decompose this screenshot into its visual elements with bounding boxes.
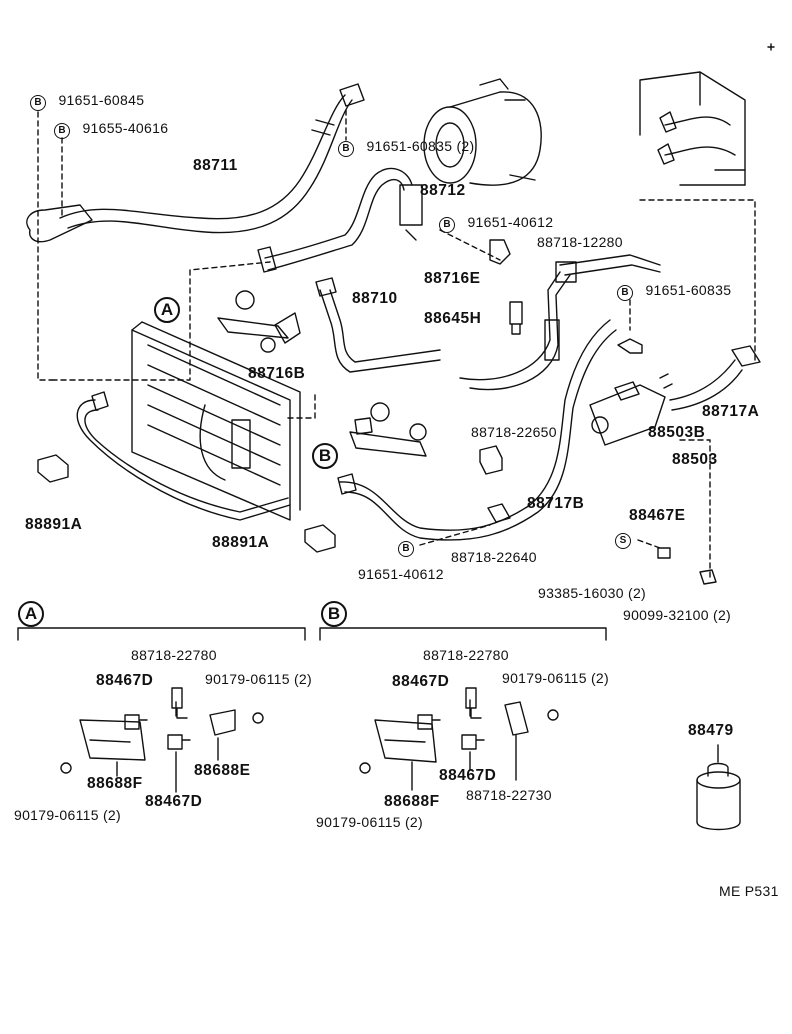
label-B-88467D-bot: 88467D: [439, 767, 497, 784]
label-88712: 88712: [420, 182, 466, 199]
section-B-bracket: [319, 627, 607, 641]
grommet-88891A-mid: [304, 524, 336, 553]
label-88717B: 88717B: [527, 495, 585, 512]
clamp-88718-22640: [487, 503, 511, 523]
label-A-88718-22780: 88718-22780: [131, 647, 217, 663]
label-B-90179-06115-left: 90179-06115 (2): [316, 814, 423, 830]
bracket-B-assembly: [349, 402, 427, 457]
section-A-bracket: [17, 627, 306, 641]
label-88503: 88503: [672, 451, 718, 468]
label-A-88688F: 88688F: [87, 775, 143, 792]
part-91651-40612-top: B 91651-40612: [439, 214, 553, 233]
pipe-88717A: [669, 345, 761, 411]
label-88718-12280: 88718-12280: [537, 234, 623, 250]
label-88718-22650: 88718-22650: [471, 424, 557, 440]
part-91651-60845: B 91651-60845: [30, 92, 144, 111]
engine-bay-sketch: [639, 71, 746, 186]
badge-S: S: [615, 532, 631, 549]
detail-A-parts: [60, 687, 264, 793]
label-91651-40612-top: 91651-40612: [467, 214, 554, 230]
badge-B: B: [30, 94, 46, 111]
o-ring-90099-32100: [699, 569, 717, 585]
callout-A-main: A: [154, 297, 180, 323]
section-B-badge: B: [321, 601, 347, 627]
badge-B: B: [54, 122, 70, 139]
condenser-sketch: [131, 321, 301, 521]
badge-B: B: [312, 443, 338, 469]
part-91655-40616: B 91655-40616: [54, 120, 168, 139]
label-B-90179-06115-right: 90179-06115 (2): [502, 670, 609, 686]
part-91651-60835-2: B 91651-60835 (2): [338, 138, 474, 157]
expansion-valve-88503: [589, 373, 673, 446]
label-A-88688E: 88688E: [194, 762, 251, 779]
label-91651-60845: 91651-60845: [58, 92, 145, 108]
detail-B-parts: [359, 687, 559, 791]
label-B-88718-22730: 88718-22730: [466, 787, 552, 803]
label-90099-32100: 90099-32100 (2): [623, 607, 732, 623]
badge-B: B: [617, 284, 633, 301]
label-93385-16030: 93385-16030 (2): [538, 585, 647, 601]
badge-B: B: [439, 216, 455, 233]
label-B-88688F: 88688F: [384, 793, 440, 810]
label-B-88467D-top: 88467D: [392, 673, 450, 690]
pipe-88717B: [337, 319, 617, 541]
label-B-88718-22780: 88718-22780: [423, 647, 509, 663]
clamp-88718-12280: [489, 239, 511, 265]
label-88503B: 88503B: [648, 424, 706, 441]
label-88479: 88479: [688, 722, 734, 739]
liquid-pipe: [76, 391, 291, 521]
label-88716B: 88716B: [248, 365, 306, 382]
label-88467E: 88467E: [629, 507, 686, 524]
receiver-bottle-88479: [696, 744, 741, 831]
label-91651-40612-bot: 91651-40612: [358, 566, 444, 582]
hose-88712: [257, 167, 423, 273]
label-88717A: 88717A: [702, 403, 760, 420]
label-A-88467D-bot: 88467D: [145, 793, 203, 810]
label-91651-60835-2: 91651-60835 (2): [366, 138, 475, 154]
valve-cap-88467E: [657, 547, 671, 559]
label-A-90179-06115-left: 90179-06115 (2): [14, 807, 121, 823]
section-A-badge: A: [18, 601, 44, 627]
hose-88711: [26, 83, 365, 243]
compressor-sketch: [423, 78, 542, 186]
label-88645H: 88645H: [424, 310, 482, 327]
label-88710: 88710: [352, 290, 398, 307]
badge-S-93385: S: [615, 530, 631, 549]
badge-B: B: [321, 601, 347, 627]
bracket-A-assembly: [217, 290, 301, 353]
label-88711: 88711: [193, 157, 238, 174]
label-88891A-left: 88891A: [25, 516, 83, 533]
label-88716E: 88716E: [424, 270, 481, 287]
label-91651-60835: 91651-60835: [645, 282, 732, 298]
badge-B-91651-40612-bot: B: [398, 538, 414, 557]
clamp-91651-60835: [617, 338, 643, 354]
label-88718-22640: 88718-22640: [451, 549, 537, 565]
pipe-88716: [315, 254, 661, 391]
label-88891A-mid: 88891A: [212, 534, 270, 551]
badge-A: A: [18, 601, 44, 627]
badge-A: A: [154, 297, 180, 323]
pressure-switch: [509, 301, 523, 335]
label-A-88467D-top: 88467D: [96, 672, 154, 689]
footer-code: ME P531: [719, 883, 779, 899]
callout-B-main: B: [312, 443, 338, 469]
clamp-88718-22650: [479, 445, 503, 475]
badge-B: B: [338, 140, 354, 157]
grommet-88891A-left: [37, 454, 69, 483]
part-91651-60835: B 91651-60835: [617, 282, 731, 301]
label-A-90179-06115-right: 90179-06115 (2): [205, 671, 312, 687]
badge-B: B: [398, 540, 414, 557]
label-91655-40616: 91655-40616: [82, 120, 169, 136]
leader-lines: [37, 109, 756, 581]
